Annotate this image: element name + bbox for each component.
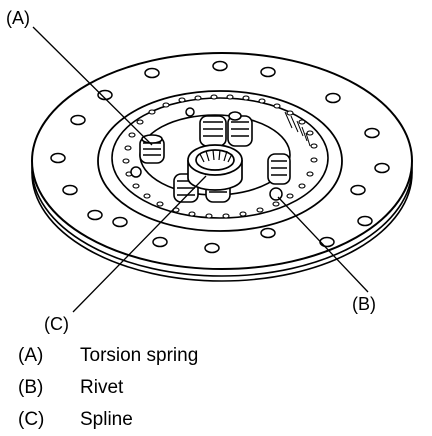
legend-item-spline: (C) Spline [18, 404, 198, 436]
callout-c: (C) [44, 314, 69, 334]
torsion-spring-right [267, 153, 291, 185]
leader-line-a [32, 26, 153, 146]
legend-key: (B) [18, 377, 44, 398]
clutch-disc-diagram: (A) (B) (C) [6, 8, 413, 334]
legend: (A) Torsion spring (B) Rivet (C) Spline [18, 340, 198, 436]
plate-hatching [284, 111, 311, 147]
torsion-springs [139, 111, 291, 203]
legend-text: Spline [80, 409, 133, 430]
legend-key: (A) [18, 345, 44, 366]
callout-a: (A) [6, 8, 30, 28]
legend-key: (C) [18, 409, 45, 430]
legend-text: Torsion spring [80, 345, 199, 366]
legend-item-torsion-spring: (A) Torsion spring [18, 340, 198, 372]
legend-item-rivet: (B) Rivet [18, 372, 198, 404]
torsion-spring-top [199, 111, 253, 147]
leader-line-b [277, 196, 369, 293]
callout-b: (B) [352, 294, 376, 314]
rivets [130, 107, 283, 201]
legend-text: Rivet [80, 377, 124, 398]
facing-holes [50, 60, 390, 254]
leader-line-c [72, 175, 207, 313]
spline-hub [187, 144, 243, 191]
inner-plate-ring [111, 97, 329, 219]
leader-lines [32, 26, 369, 313]
torsion-spring-left [139, 134, 165, 164]
